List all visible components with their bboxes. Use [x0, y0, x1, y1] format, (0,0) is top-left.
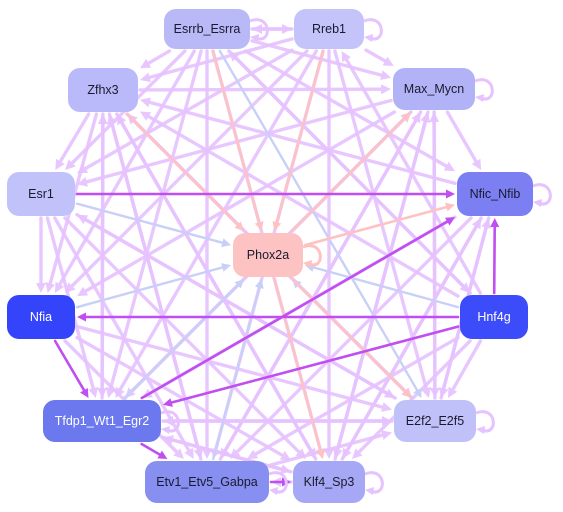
edge-rreb1-to-esrrb — [252, 24, 294, 34]
node-hnf4g[interactable]: Hnf4g — [460, 295, 528, 339]
node-e2f2-e2f5[interactable]: E2f2_E2f5 — [394, 400, 476, 442]
edge-rreb1-to-klf4 — [324, 49, 334, 459]
node-label: Tfdp1_Wt1_Egr2 — [54, 414, 150, 428]
edge-zfhx3-to-phox2a — [125, 112, 244, 231]
node-label: Phox2a — [246, 248, 290, 262]
edge-nfia-to-klf4 — [75, 335, 291, 461]
self-loop-rreb1 — [363, 18, 383, 42]
node-label: Nfia — [29, 310, 53, 324]
edge-zfhx3-to-esr1 — [55, 112, 91, 170]
node-esrrb-esrra[interactable]: Esrrb_Esrra — [164, 9, 250, 49]
self-loop-e2f2 — [475, 410, 495, 434]
edge-max-to-nfic — [445, 110, 482, 170]
edge-hnf4g-to-rreb1 — [341, 51, 482, 295]
edge-esrrb-to-etv1 — [202, 49, 212, 459]
edge-klf4-to-max — [333, 112, 431, 461]
edge-zfhx3-to-max — [138, 84, 391, 95]
node-label: Nfic_Nfib — [469, 187, 521, 201]
edge-etv1-to-max — [218, 112, 421, 461]
node-label: Max_Mycn — [403, 82, 465, 96]
edge-klf4-to-tfdp1 — [163, 435, 293, 474]
edge-esrrb-to-max — [250, 39, 391, 80]
self-loop-tfdp1 — [160, 410, 180, 434]
edge-esr1-to-nfia — [36, 216, 46, 293]
edge-esr1-to-nfic — [75, 189, 455, 199]
self-loop-klf4 — [364, 471, 384, 495]
node-label: Hnf4g — [477, 310, 511, 324]
edge-rreb1-to-e2f2 — [333, 49, 431, 398]
edge-tfdp1-to-zfhx3 — [97, 114, 108, 400]
node-label: Esr1 — [28, 187, 54, 201]
edge-hnf4g-to-nfia — [77, 312, 460, 322]
edge-etv1-to-zfhx3 — [107, 114, 203, 461]
edge-phox2a-to-e2f2 — [290, 277, 412, 398]
edge-klf4-to-zfhx3 — [116, 114, 318, 461]
self-loop-phox2a — [302, 244, 322, 268]
edge-e2f2-to-tfdp1 — [163, 416, 394, 426]
node-esr1[interactable]: Esr1 — [7, 172, 75, 216]
edge-esrrb-to-e2f2 — [218, 49, 422, 398]
edge-nfic-to-zfhx3 — [140, 97, 457, 186]
node-label: Rreb1 — [311, 22, 347, 36]
node-label: Etv1_Etv5_Gabpa — [156, 475, 258, 489]
edge-e2f2-to-esr1 — [77, 214, 397, 400]
node-label: Klf4_Sp3 — [303, 475, 355, 489]
node-klf4-sp3[interactable]: Klf4_Sp3 — [293, 461, 365, 503]
edge-tfdp1-to-phox2a — [123, 279, 244, 400]
node-label: Esrrb_Esrra — [173, 22, 241, 36]
edge-klf4-to-nfic — [340, 218, 482, 461]
edge-rreb1-to-max — [364, 48, 394, 66]
edge-tfdp1-to-nfic — [140, 217, 455, 400]
edge-esrrb-to-zfhx3 — [140, 49, 172, 69]
edge-hnf4g-to-esrrb — [228, 51, 472, 295]
edge-hnf4g-to-nfic — [490, 218, 500, 295]
self-loop-nfic — [532, 183, 552, 207]
edge-nfia-to-phox2a — [75, 263, 231, 309]
node-label: E2f2_E2f5 — [405, 414, 465, 428]
edge-phox2a-to-klf4 — [273, 277, 325, 459]
node-etv1-etv5-gabpa[interactable]: Etv1_Etv5_Gabpa — [145, 461, 269, 503]
self-loop-max — [474, 78, 494, 102]
edge-rreb1-to-zfhx3 — [140, 37, 294, 83]
node-label: Zfhx3 — [87, 83, 119, 97]
edge-hnf4g-to-tfdp1 — [163, 325, 460, 407]
edge-max-to-esr1 — [77, 98, 393, 187]
edge-phox2a-to-nfic — [303, 202, 455, 247]
edge-etv1-to-e2f2 — [269, 430, 392, 467]
edge-esrrb-to-nfic — [243, 49, 455, 172]
edge-e2f2-to-max — [429, 112, 440, 400]
node-nfia[interactable]: Nfia — [7, 295, 75, 339]
edge-nfia-to-tfdp1 — [53, 339, 89, 398]
node-rreb1[interactable]: Rreb1 — [294, 9, 364, 49]
self-loop-etv1 — [268, 471, 288, 495]
edge-phox2a-to-max — [290, 112, 411, 233]
edge-max-to-nfia — [77, 110, 397, 297]
edge-tfdp1-to-etv1 — [140, 442, 168, 459]
edge-hnf4g-to-etv1 — [247, 336, 460, 459]
edge-nfia-to-e2f2 — [75, 324, 392, 412]
node-zfhx3[interactable]: Zfhx3 — [68, 68, 138, 112]
node-phox2a[interactable]: Phox2a — [233, 233, 303, 277]
edge-hnf4g-to-zfhx3 — [140, 111, 460, 298]
edge-hnf4g-to-e2f2 — [448, 339, 483, 398]
edge-esr1-to-phox2a — [75, 202, 231, 248]
node-max-mycn[interactable]: Max_Mycn — [393, 68, 475, 110]
self-loop-esrrb — [249, 18, 269, 42]
node-nfic-nfib[interactable]: Nfic_Nfib — [457, 172, 533, 216]
node-tfdp1-wt1-egr2[interactable]: Tfdp1_Wt1_Egr2 — [43, 400, 161, 442]
